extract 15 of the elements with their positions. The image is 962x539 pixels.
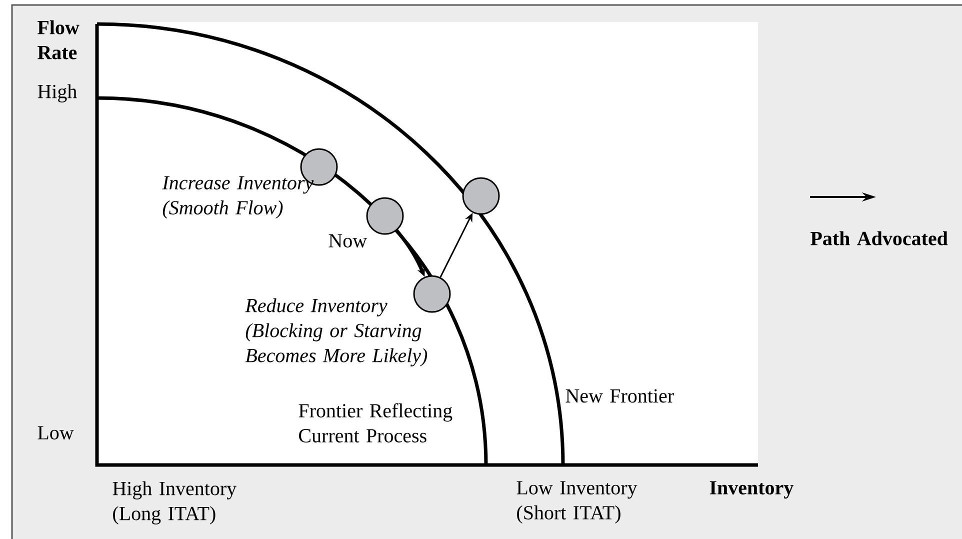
axis-label: Flow Rate	[38, 20, 80, 60]
annotation: Now	[328, 234, 367, 248]
annotation: Increase Inventory (Smooth Flow)	[162, 176, 314, 219]
circle-marker	[462, 177, 500, 215]
label: Low	[38, 426, 74, 440]
circle-marker	[366, 197, 404, 235]
label: Low Inventory (Short ITAT)	[516, 481, 638, 524]
circle-marker	[413, 275, 451, 313]
label: High	[38, 84, 77, 102]
annotation: Reduce Inventory (Blocking or Starving Becomes More Likely)	[245, 298, 428, 366]
label: Frontier Reflecting Current Process	[298, 403, 452, 442]
legend-text: Path Advocated	[810, 231, 948, 246]
axis-label: Inventory	[710, 481, 794, 499]
label: High Inventory (Long ITAT)	[112, 481, 237, 524]
label: New Frontier	[566, 389, 674, 403]
